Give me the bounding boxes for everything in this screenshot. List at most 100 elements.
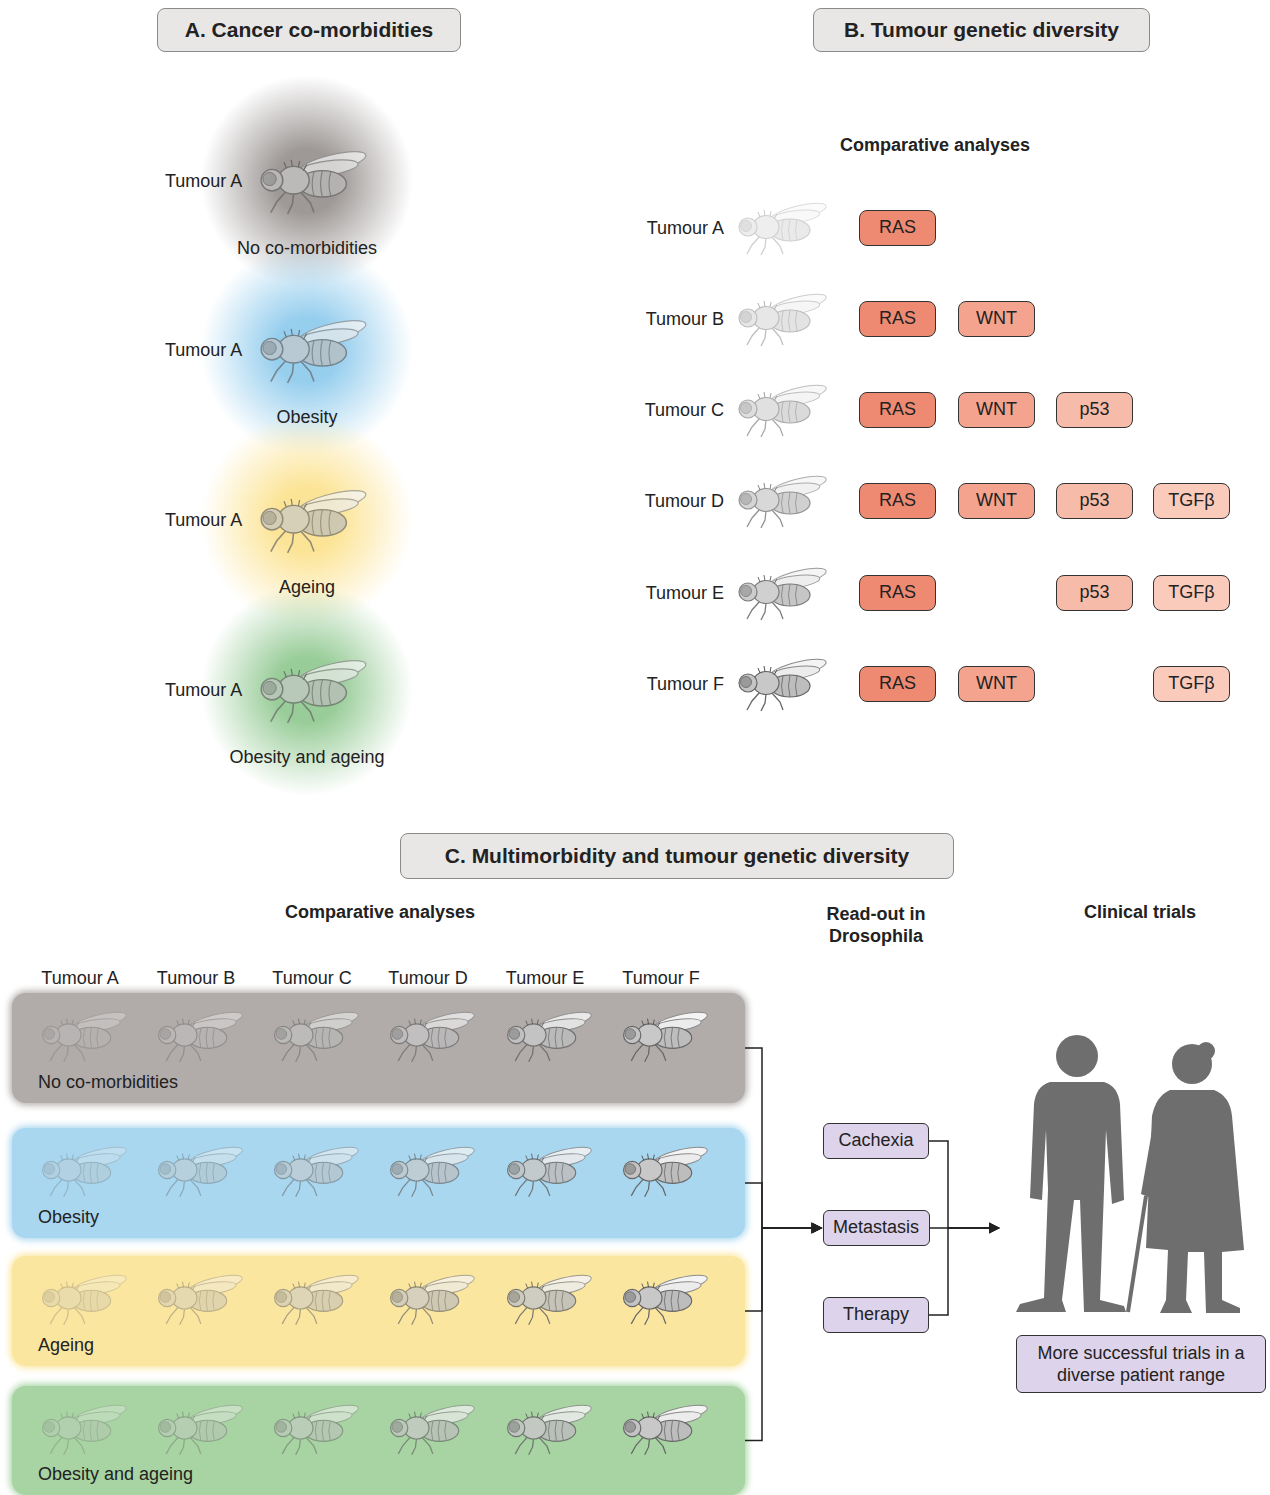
gene-box: WNT — [958, 301, 1035, 337]
gene-box: p53 — [1056, 392, 1133, 428]
box-text: RAS — [879, 217, 916, 239]
comorbidity-label: No co-morbidities — [38, 1072, 178, 1092]
bracket-arrow — [930, 1223, 1001, 1234]
box-text: p53 — [1079, 399, 1109, 421]
arrow-head — [812, 1223, 823, 1234]
connector-line — [745, 1228, 814, 1441]
section-label: Comparative analyses — [840, 135, 1030, 155]
tumour-label: Tumour A — [41, 968, 118, 988]
tumour-label: Tumour A — [647, 218, 724, 238]
connector-line — [930, 1227, 992, 1229]
fly-illustration — [261, 316, 368, 383]
bracket-arrow — [745, 1048, 823, 1234]
connector-line — [745, 1048, 814, 1228]
tumour-label: Tumour C — [272, 968, 351, 988]
label-slot: Comparative analyses — [785, 134, 1085, 156]
box-text: WNT — [976, 399, 1017, 421]
comorbidity-band: Obesity — [12, 1128, 745, 1238]
box-text: p53 — [1079, 582, 1109, 604]
gene-box: RAS — [859, 392, 936, 428]
comorbidity-label: Ageing — [279, 577, 335, 597]
fly-illustration — [275, 1143, 360, 1197]
fly-illustration — [739, 564, 828, 620]
fly-illustration — [43, 1008, 128, 1062]
text-slot: Tumour A — [165, 339, 242, 361]
fly-illustration — [275, 1271, 360, 1325]
tumour-label: Tumour D — [645, 491, 724, 511]
label-slot: Read-out in Drosophila — [806, 903, 946, 947]
text-slot: No co-morbidities — [38, 1071, 178, 1093]
fly-row — [43, 1271, 709, 1325]
fly-row — [43, 1143, 709, 1197]
fly-illustration — [43, 1401, 128, 1455]
fly-illustration — [624, 1401, 709, 1455]
fly-illustration — [43, 1271, 128, 1325]
header-text: C. Multimorbidity and tumour genetic div… — [445, 843, 909, 868]
tumour-label: Tumour C — [645, 400, 724, 420]
fly-illustration — [739, 199, 828, 255]
gene-box: RAS — [859, 483, 936, 519]
comorbidity-label: Ageing — [38, 1335, 94, 1355]
fly-illustration — [159, 1401, 244, 1455]
fly-illustration — [508, 1143, 593, 1197]
fly-illustration — [391, 1008, 476, 1062]
tumour-label: Tumour D — [388, 968, 467, 988]
outcome-box: More successful trials in a diverse pati… — [1016, 1335, 1266, 1393]
panel-header: B. Tumour genetic diversity — [813, 8, 1150, 52]
arrow-head — [812, 1223, 823, 1234]
fly-row — [43, 1008, 709, 1062]
comorbidity-band: Obesity and ageing — [12, 1386, 745, 1495]
connector-line — [929, 1228, 991, 1315]
box-text: Therapy — [843, 1304, 909, 1326]
label-slot: Clinical trials — [990, 901, 1270, 923]
comorbidity-label: Obesity — [38, 1207, 99, 1227]
section-label: Comparative analyses — [285, 902, 475, 922]
label-slot: Tumour B — [524, 308, 724, 330]
fly-illustration — [159, 1271, 244, 1325]
man-body — [1016, 1082, 1126, 1312]
gene-box: p53 — [1056, 483, 1133, 519]
connector-line — [745, 1228, 814, 1311]
gene-box: TGFβ — [1153, 666, 1230, 702]
header-text: B. Tumour genetic diversity — [844, 17, 1119, 42]
box-text: TGFβ — [1168, 490, 1214, 512]
tumour-label: Tumour A — [165, 340, 242, 360]
label-slot: Tumour F — [524, 673, 724, 695]
readout-box: Therapy — [823, 1297, 929, 1333]
comorbidity-label: Obesity — [276, 407, 337, 427]
box-text: RAS — [879, 308, 916, 330]
tumour-label: Tumour F — [647, 674, 724, 694]
bracket-arrow — [745, 1223, 823, 1312]
fly-illustration — [391, 1143, 476, 1197]
box-text: WNT — [976, 308, 1017, 330]
text-slot: Obesity and ageing — [38, 1463, 193, 1485]
gene-box: RAS — [859, 575, 936, 611]
box-text: RAS — [879, 582, 916, 604]
label-slot: Tumour A — [524, 217, 724, 239]
fly-illustration — [43, 1143, 128, 1197]
fly-illustration — [275, 1401, 360, 1455]
gene-box: TGFβ — [1153, 575, 1230, 611]
box-text: Metastasis — [833, 1217, 919, 1239]
box-text: WNT — [976, 673, 1017, 695]
tumour-label: Tumour B — [646, 309, 724, 329]
text-slot: Tumour A — [165, 679, 242, 701]
gene-box: RAS — [859, 210, 936, 246]
connector-line — [745, 1183, 814, 1228]
connector-line — [929, 1141, 991, 1228]
gene-box: WNT — [958, 666, 1035, 702]
comorbidity-label: Obesity and ageing — [38, 1464, 193, 1484]
tumour-label: Tumour A — [165, 510, 242, 530]
walking-cane — [1128, 1196, 1146, 1312]
woman-body — [1146, 1090, 1244, 1313]
arrow-head — [812, 1223, 823, 1234]
section-label: Read-out in Drosophila — [827, 904, 926, 946]
box-text: TGFβ — [1168, 673, 1214, 695]
bracket-arrow — [745, 1223, 823, 1441]
fly-illustration — [739, 472, 828, 528]
label-slot: Tumour D — [524, 490, 724, 512]
